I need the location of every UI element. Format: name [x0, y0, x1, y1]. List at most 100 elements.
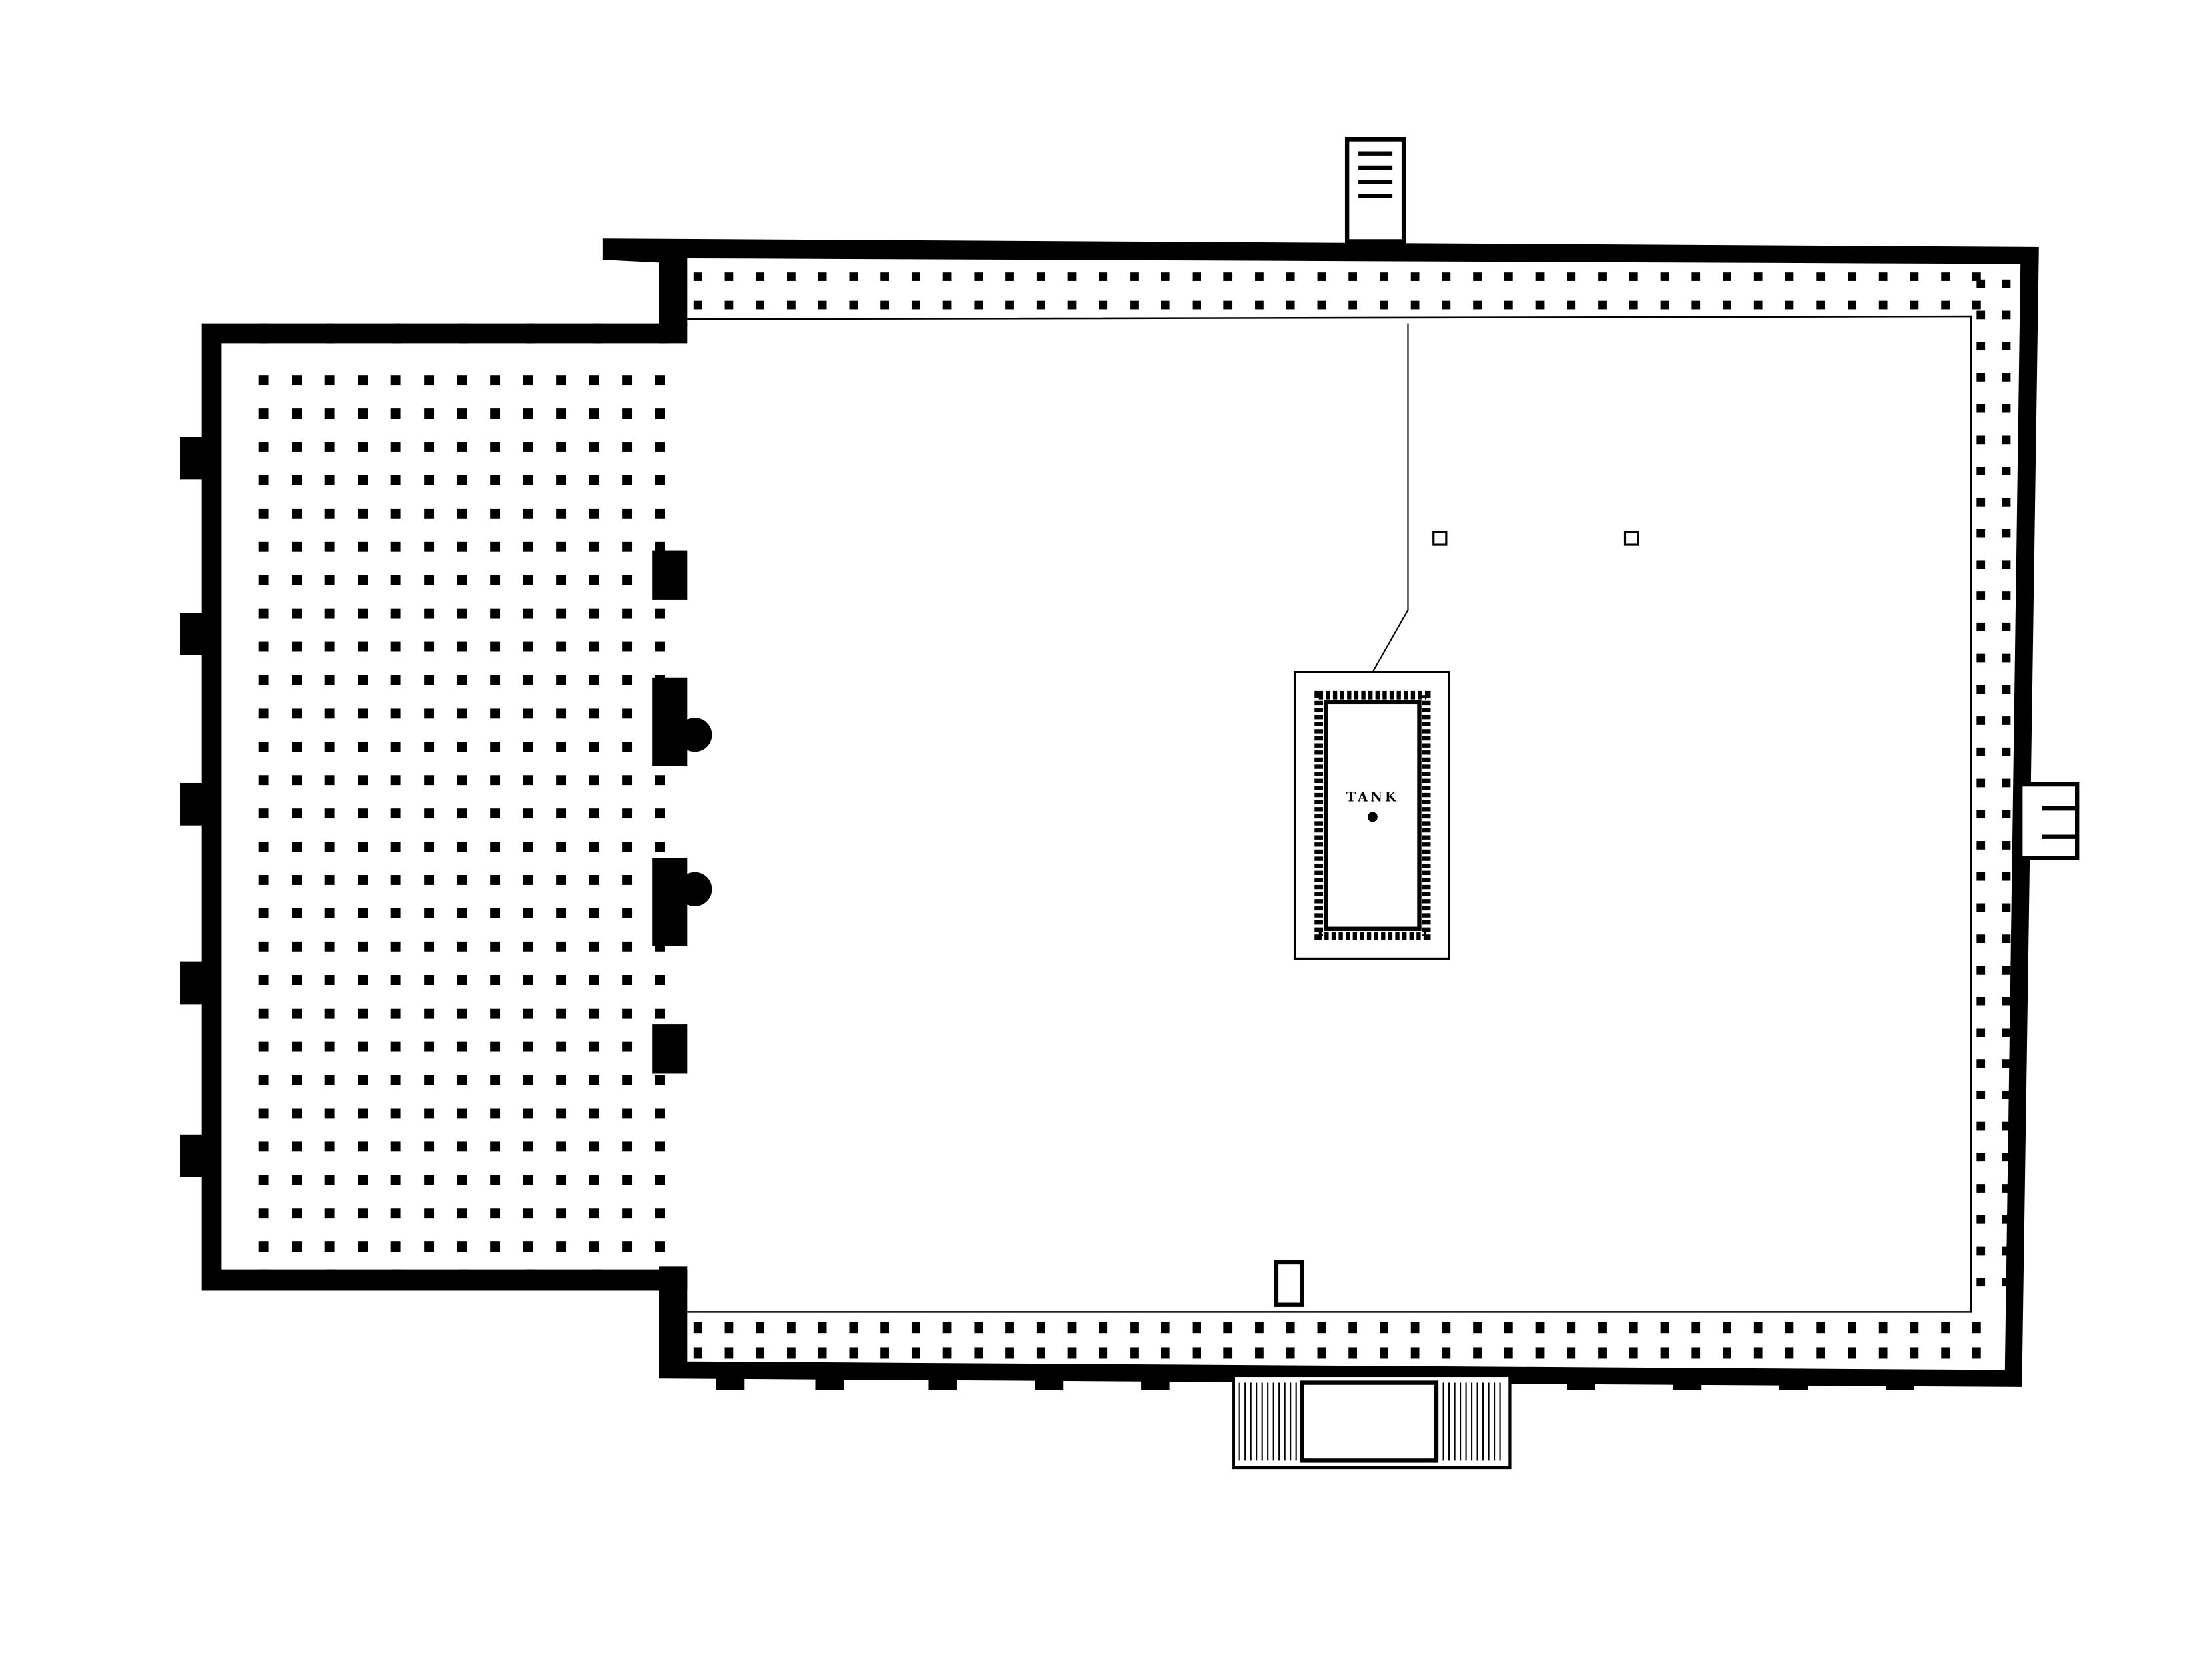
- pier: [589, 908, 599, 918]
- pier: [1005, 1322, 1014, 1334]
- pier: [655, 1141, 665, 1152]
- pier: [2002, 342, 2011, 351]
- pier: [1567, 300, 1576, 310]
- pier: [556, 575, 567, 585]
- pier: [424, 641, 435, 652]
- pier: [974, 272, 983, 281]
- pier: [622, 475, 633, 485]
- pier: [589, 708, 599, 719]
- pier: [358, 808, 368, 819]
- pier: [556, 475, 567, 485]
- pier: [523, 608, 533, 619]
- pier: [1972, 272, 1981, 281]
- pier: [911, 1322, 920, 1334]
- pier: [292, 508, 302, 519]
- pier: [880, 1347, 889, 1359]
- pier: [390, 941, 401, 952]
- pier: [292, 1241, 302, 1252]
- pier: [1816, 1347, 1826, 1359]
- pier: [556, 775, 567, 786]
- pier: [490, 1175, 501, 1185]
- pier: [1976, 872, 1986, 881]
- prayer-hall-pier-grid: [258, 323, 668, 1290]
- pier: [556, 941, 567, 952]
- pier: [974, 1322, 983, 1334]
- pier: [1348, 1347, 1358, 1359]
- pier: [390, 842, 401, 852]
- pier: [1816, 272, 1826, 281]
- pier: [292, 842, 302, 852]
- pier: [1976, 1090, 1986, 1099]
- pier: [258, 1208, 269, 1219]
- pier: [2002, 279, 2011, 288]
- pier: [324, 808, 335, 819]
- pier: [424, 408, 435, 419]
- pier: [1976, 497, 1986, 507]
- pier: [589, 375, 599, 386]
- pier: [324, 1108, 335, 1119]
- pier: [1567, 272, 1576, 281]
- pier: [556, 675, 567, 685]
- pier: [258, 675, 269, 685]
- pier: [324, 541, 335, 552]
- pier: [655, 408, 665, 419]
- pier: [1816, 300, 1826, 310]
- pier: [292, 808, 302, 819]
- pier: [292, 1175, 302, 1185]
- pier: [589, 1241, 599, 1252]
- pier: [655, 442, 665, 452]
- pier: [1223, 300, 1233, 310]
- wall-buttress: [526, 1269, 535, 1290]
- pier: [390, 1141, 401, 1152]
- pier: [1976, 310, 1986, 320]
- pier: [655, 708, 665, 719]
- pier: [292, 375, 302, 386]
- pier: [556, 1075, 567, 1085]
- pier: [1848, 272, 1856, 281]
- pier: [1629, 1347, 1638, 1359]
- courtyard-arcade-piers: [693, 272, 2011, 1390]
- pier: [724, 1347, 734, 1359]
- pier: [589, 941, 599, 952]
- pier: [457, 375, 467, 386]
- pier: [324, 1075, 335, 1085]
- pier: [1473, 300, 1482, 310]
- pier: [390, 1175, 401, 1185]
- pier: [556, 375, 567, 386]
- pier: [849, 272, 858, 281]
- pier: [390, 375, 401, 386]
- pier: [787, 272, 796, 281]
- pier: [1723, 300, 1731, 310]
- pier: [1976, 1153, 1986, 1162]
- pier: [390, 1108, 401, 1119]
- pier: [1161, 300, 1170, 310]
- pier: [292, 475, 302, 485]
- pier: [1192, 272, 1201, 281]
- pier: [2002, 435, 2011, 445]
- pier: [2002, 497, 2011, 507]
- pier: [1067, 300, 1077, 310]
- pier: [974, 1347, 983, 1359]
- pier: [390, 908, 401, 918]
- pier: [1036, 300, 1045, 310]
- pier: [358, 475, 368, 485]
- pier: [358, 375, 368, 386]
- pier: [911, 300, 920, 310]
- pier: [490, 541, 501, 552]
- wall-buttress: [592, 1269, 601, 1290]
- pier: [1348, 300, 1358, 310]
- pier: [424, 1008, 435, 1019]
- pier: [1976, 1246, 1986, 1256]
- pier: [1910, 1347, 1919, 1359]
- pier: [1972, 1322, 1981, 1334]
- pier: [589, 641, 599, 652]
- pier: [942, 1322, 952, 1334]
- pier: [457, 1108, 467, 1119]
- pier: [1099, 1347, 1108, 1359]
- pier: [523, 708, 533, 719]
- pier: [1598, 272, 1607, 281]
- pier: [457, 842, 467, 852]
- pier: [424, 1108, 435, 1119]
- pier: [1255, 300, 1264, 310]
- pier: [490, 675, 501, 685]
